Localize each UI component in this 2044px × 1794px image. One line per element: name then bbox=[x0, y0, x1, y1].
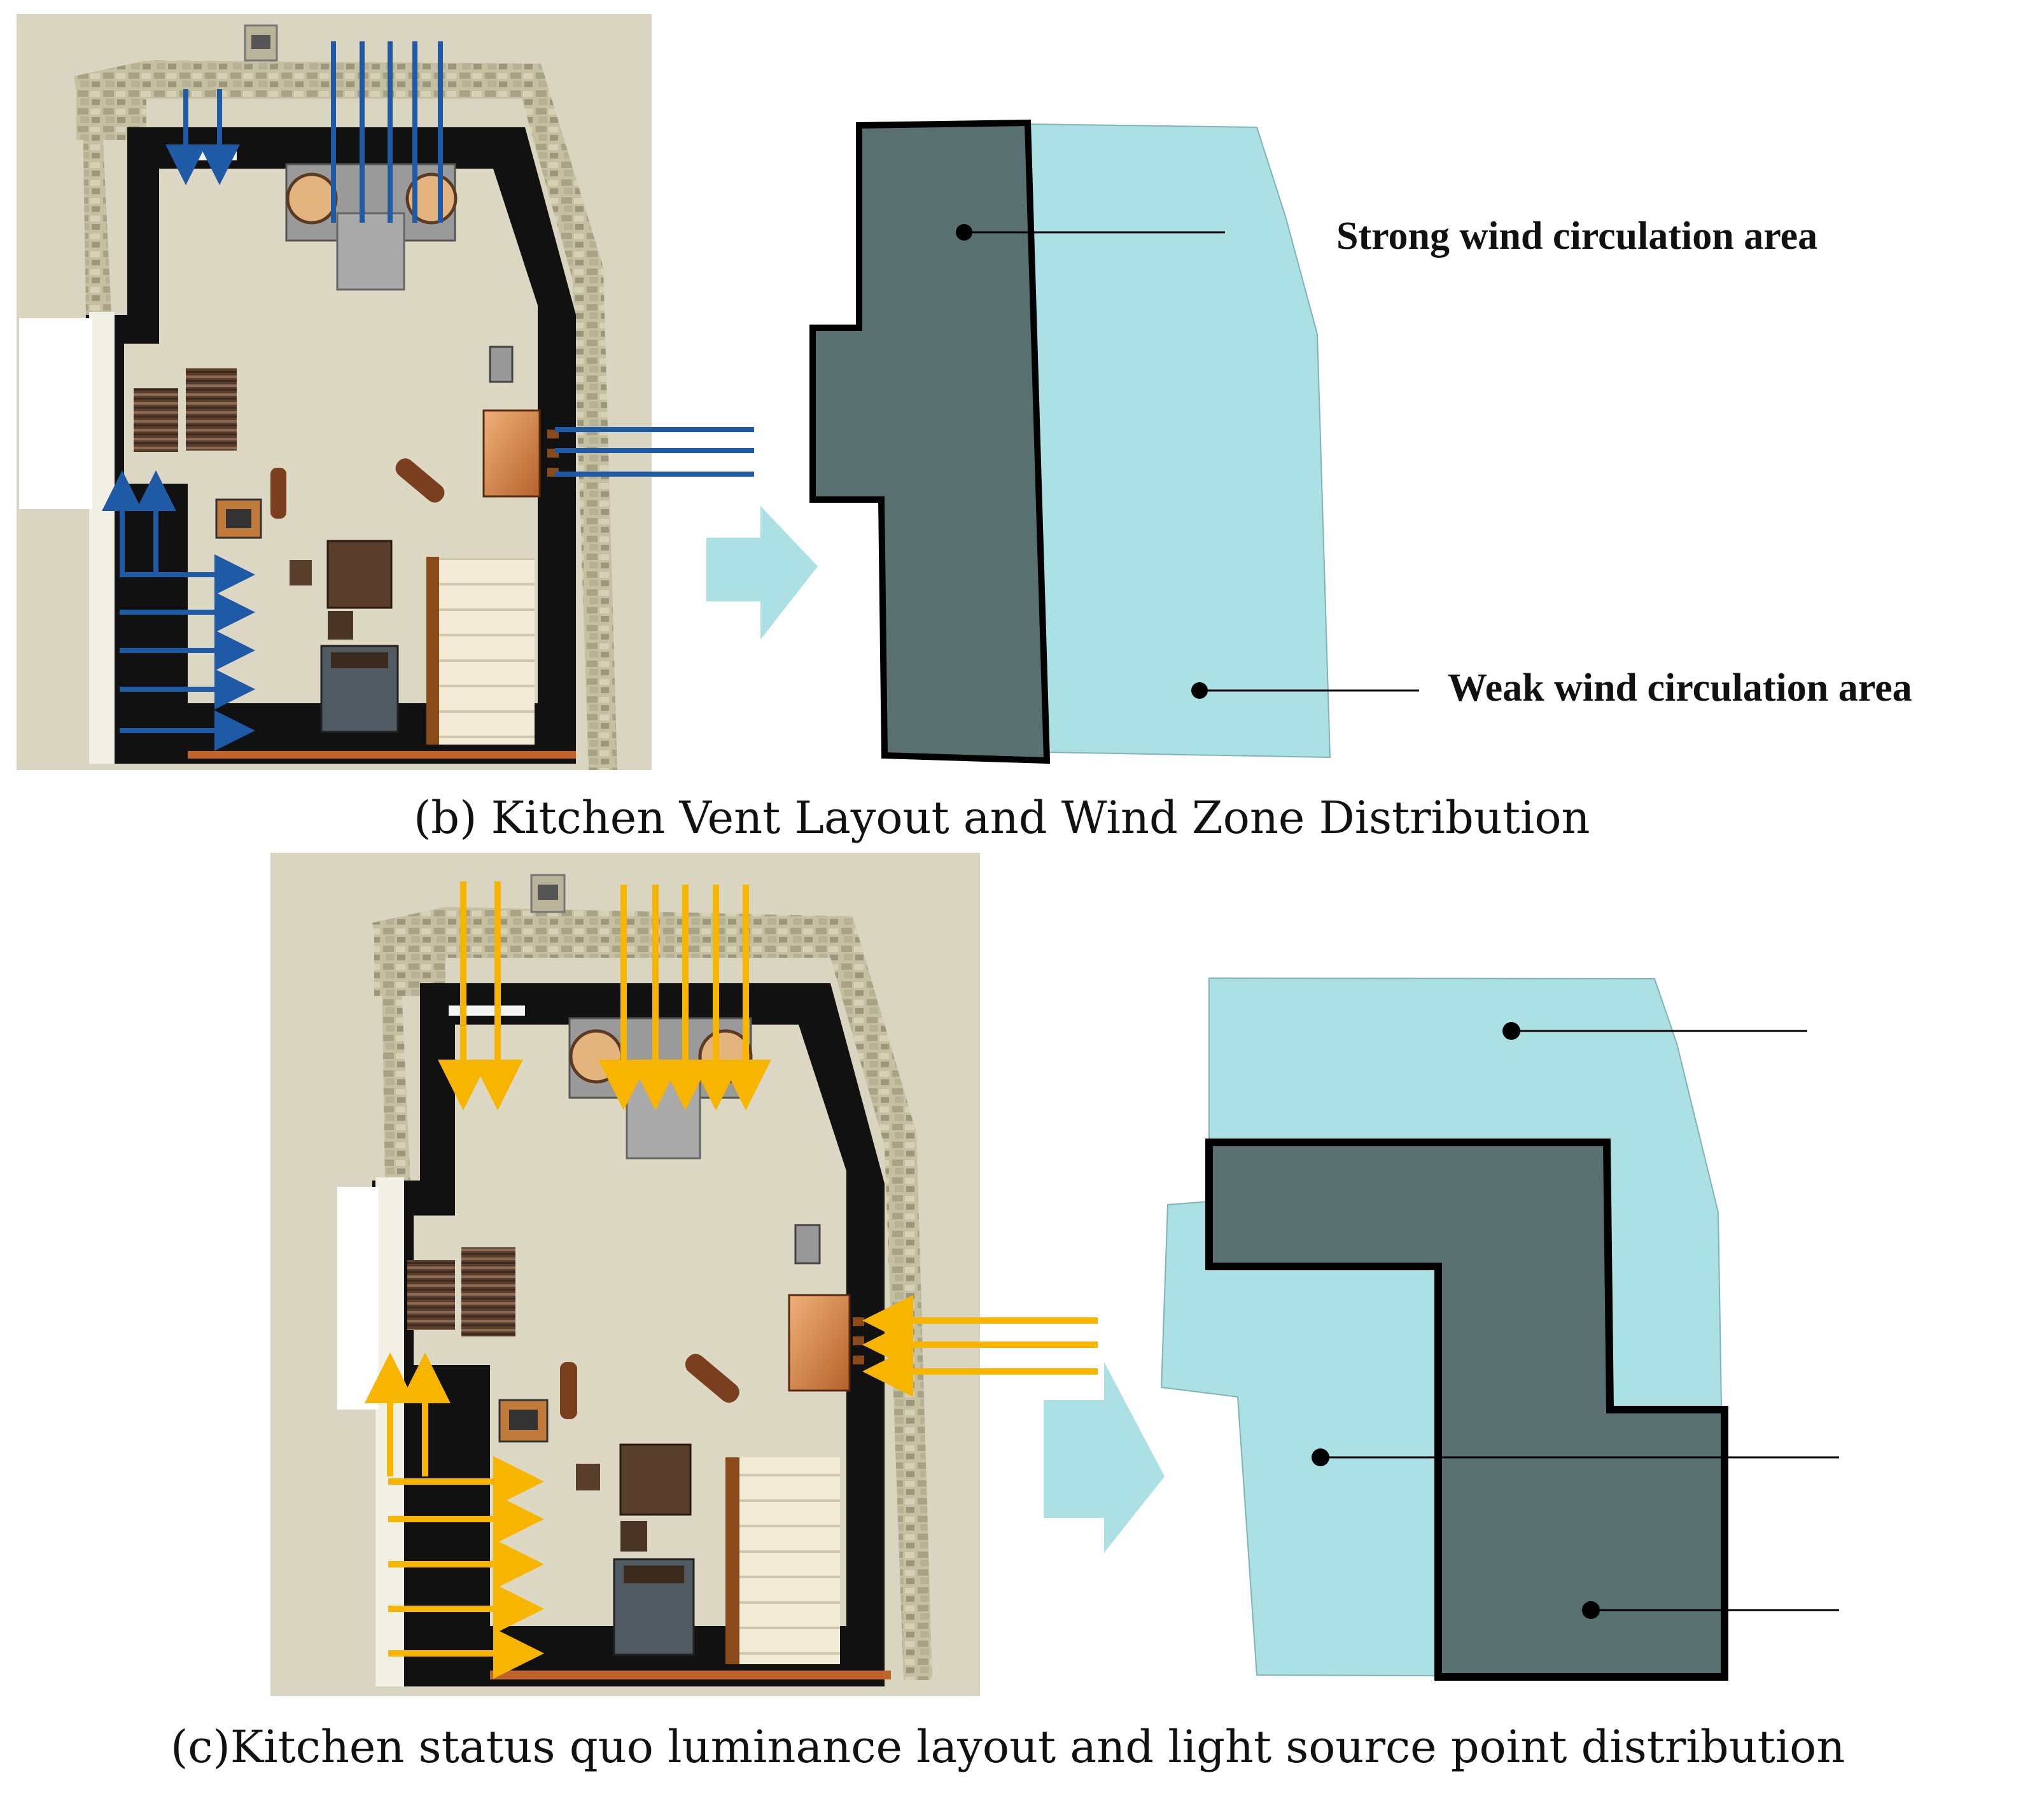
weak-wind-label: Weak wind circulation area bbox=[1448, 666, 1912, 710]
strong-wind-zone bbox=[809, 119, 1051, 764]
weak-wind-zone bbox=[1026, 123, 1331, 759]
caption-c: (c)Kitchen status quo luminance layout a… bbox=[171, 1721, 1845, 1773]
transition-arrow-c bbox=[1044, 1362, 1165, 1553]
light-arrows-c bbox=[365, 881, 1098, 1679]
vent-arrows-b bbox=[102, 41, 754, 751]
dark-zone bbox=[1205, 1139, 1728, 1681]
caption-b: (b) Kitchen Vent Layout and Wind Zone Di… bbox=[414, 792, 1590, 844]
luminance-zones-c bbox=[1160, 977, 1839, 1681]
wind-zones-b bbox=[809, 119, 1419, 764]
transition-arrow-b bbox=[706, 506, 818, 640]
strong-wind-label: Strong wind circulation area bbox=[1336, 214, 1818, 258]
